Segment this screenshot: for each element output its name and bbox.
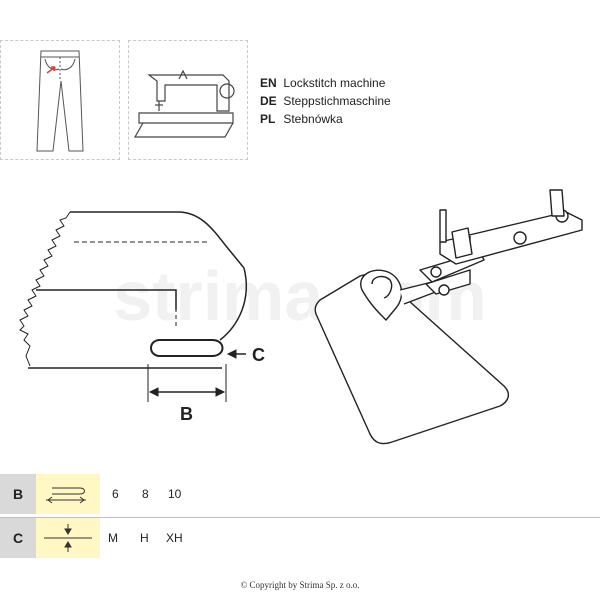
- fabric-fold-diagram: [19, 211, 248, 369]
- language-text: Lockstitch machine: [283, 76, 386, 90]
- language-code: EN: [260, 76, 277, 90]
- dimension-b-label: B: [180, 404, 193, 424]
- fabric-thickness-icon: [36, 518, 100, 558]
- dimension-c-arrow: [226, 349, 246, 359]
- hemmer-attachment-drawing: [314, 189, 583, 445]
- language-code: PL: [260, 112, 276, 126]
- machine-pictogram-panel: [128, 40, 248, 160]
- spec-table: B 6 8 10 C: [0, 474, 600, 558]
- table-row-b: B 6 8 10: [0, 474, 600, 514]
- language-line-en: EN Lockstitch machine: [260, 76, 385, 90]
- language-line-pl: PL Stebnówka: [260, 112, 343, 126]
- language-text: Steppstichmaschine: [283, 94, 391, 108]
- copyright-notice: © Copyright by Strima Sp. z o.o.: [240, 580, 360, 590]
- table-cell: XH: [166, 531, 183, 545]
- language-text: Stebnówka: [283, 112, 343, 126]
- table-divider: [0, 517, 600, 518]
- table-row-c: C M H XH: [0, 518, 600, 558]
- jeans-icon: [36, 50, 84, 152]
- dimension-b-arrow: [147, 364, 227, 402]
- table-cell: 10: [168, 487, 182, 501]
- dimension-c-label: C: [252, 345, 265, 365]
- row-label: B: [0, 474, 36, 514]
- language-code: DE: [260, 94, 277, 108]
- fold-width-icon: [36, 474, 100, 514]
- sewing-machine-icon: [133, 69, 235, 138]
- row-label: C: [0, 518, 36, 558]
- table-cell: 6: [112, 487, 119, 501]
- language-line-de: DE Steppstichmaschine: [260, 94, 391, 108]
- table-cell: 8: [142, 487, 149, 501]
- table-cell: H: [140, 531, 149, 545]
- folder-illustration: strima.com C B: [19, 189, 583, 445]
- garment-pictogram-panel: [0, 40, 120, 160]
- table-cell: M: [108, 531, 118, 545]
